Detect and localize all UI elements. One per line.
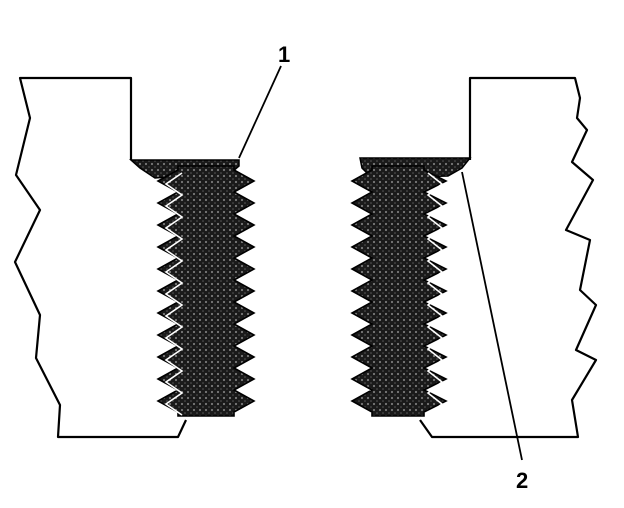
callout-1-leader xyxy=(238,65,282,159)
callout-2: 2 xyxy=(461,171,528,493)
left-housing xyxy=(13,76,256,439)
left-thread-highlight xyxy=(164,172,184,416)
callout-1-label: 1 xyxy=(278,42,290,67)
left-threaded-fastener xyxy=(156,165,256,417)
callout-2-label: 2 xyxy=(516,468,528,493)
callout-1: 1 xyxy=(238,42,290,159)
left-housing-outline xyxy=(13,76,187,439)
right-housing-outline xyxy=(419,76,598,439)
right-threaded-fastener xyxy=(350,165,448,417)
callout-2-leader xyxy=(461,171,523,461)
right-housing xyxy=(350,76,598,439)
right-thread-highlight xyxy=(426,172,444,416)
